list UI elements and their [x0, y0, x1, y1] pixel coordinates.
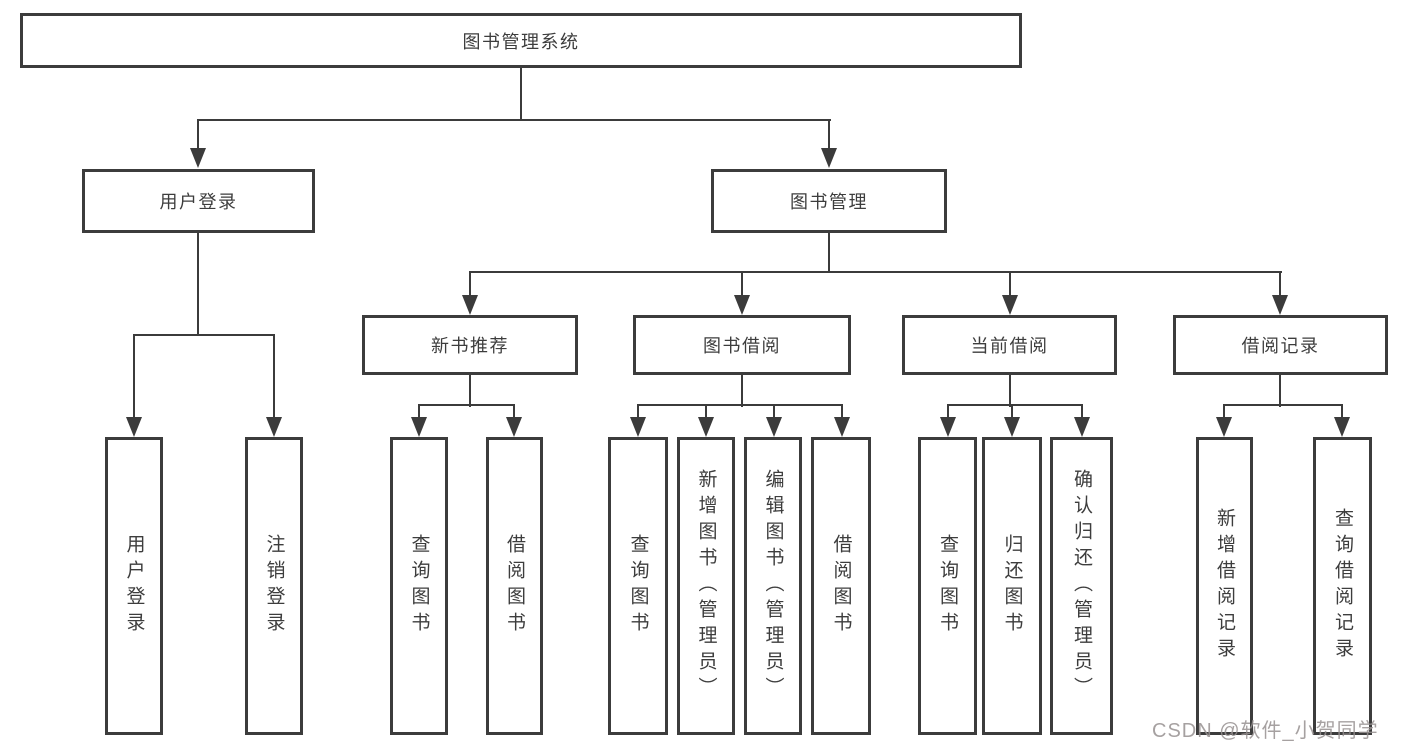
leaf-query-books-current: 查询图书: [918, 437, 977, 735]
connector-drop-book-borrow: [741, 271, 743, 297]
leaf-query-books-borrow-label: 查询图书: [627, 534, 649, 638]
node-current-borrow-label: 当前借阅: [970, 336, 1049, 356]
connector-root-hline: [197, 119, 831, 121]
leaf-return-books: 归还图书: [982, 437, 1042, 735]
arrowhead-borrow-records: [1272, 295, 1288, 315]
node-book-borrow-label: 图书借阅: [703, 336, 781, 356]
connector-drop-borrow-records: [1279, 271, 1281, 297]
arrowhead-leaf-logout: [266, 417, 282, 437]
connector-newbooks-hline: [418, 404, 515, 406]
leaf-add-book-admin: 新增图书（管理员）: [677, 437, 735, 735]
connector-drop: [841, 404, 843, 419]
leaf-edit-book-admin: 编辑图书（管理员）: [744, 437, 802, 735]
node-current-borrow: 当前借阅: [902, 315, 1117, 375]
node-library-system-label: 图书管理系统: [462, 31, 580, 52]
arrowhead-leaf: [1074, 417, 1090, 437]
arrowhead-leaf: [411, 417, 427, 437]
arrowhead-leaf-user-login: [126, 417, 142, 437]
connector-drop: [1011, 404, 1013, 419]
connector-drop: [1223, 404, 1225, 419]
arrowhead-leaf: [630, 417, 646, 437]
arrowhead-leaf: [940, 417, 956, 437]
csdn-watermark: CSDN @软件_小贺同学: [1152, 720, 1379, 742]
connector-drop: [1341, 404, 1343, 419]
leaf-add-borrow-record-label: 新增借阅记录: [1214, 508, 1235, 664]
connector-drop: [773, 404, 775, 419]
node-book-borrow: 图书借阅: [633, 315, 851, 375]
arrowhead-leaf: [766, 417, 782, 437]
leaf-confirm-return-admin-label: 确认归还（管理员）: [1071, 469, 1092, 703]
arrowhead-book-borrow: [734, 295, 750, 315]
node-borrow-records-label: 借阅记录: [1241, 336, 1320, 356]
connector-borrow-hline: [637, 404, 843, 406]
node-library-system: 图书管理系统: [20, 13, 1022, 68]
connector-newbooks-stem: [469, 375, 471, 407]
arrowhead-new-books: [462, 295, 478, 315]
leaf-edit-book-admin-label: 编辑图书（管理员）: [762, 469, 784, 703]
node-user-login: 用户登录: [82, 169, 315, 233]
connector-drop: [947, 404, 949, 419]
connector-records-stem: [1279, 375, 1281, 407]
leaf-user-login-label: 用户登录: [123, 534, 145, 638]
leaf-add-book-admin-label: 新增图书（管理员）: [695, 469, 717, 703]
connector-drop: [1081, 404, 1083, 419]
connector-current-hline: [947, 404, 1083, 406]
leaf-logout-label: 注销登录: [263, 534, 285, 638]
arrowhead-leaf: [1216, 417, 1232, 437]
connector-current-stem: [1009, 375, 1011, 407]
node-new-book-recommend-label: 新书推荐: [431, 336, 509, 356]
arrowhead-leaf: [506, 417, 522, 437]
connector-drop: [705, 404, 707, 419]
leaf-query-books-borrow: 查询图书: [608, 437, 668, 735]
leaf-logout: 注销登录: [245, 437, 303, 735]
leaf-query-books-current-label: 查询图书: [937, 534, 958, 638]
node-book-management-label: 图书管理: [790, 192, 868, 212]
connector-drop-leaf-logout: [273, 334, 275, 418]
connector-root-stem: [520, 68, 522, 121]
leaf-user-login: 用户登录: [105, 437, 163, 735]
connector-drop: [637, 404, 639, 419]
arrowhead-current-borrow: [1002, 295, 1018, 315]
arrowhead-user-login: [190, 148, 206, 168]
node-book-management: 图书管理: [711, 169, 947, 233]
arrowhead-leaf: [1334, 417, 1350, 437]
leaf-query-borrow-record-label: 查询借阅记录: [1332, 508, 1353, 664]
arrowhead-book-management: [821, 148, 837, 168]
leaf-borrow-books-label: 借阅图书: [830, 534, 852, 638]
leaf-query-books-recommend-label: 查询图书: [408, 534, 430, 638]
leaf-query-borrow-record: 查询借阅记录: [1313, 437, 1372, 735]
connector-borrow-stem: [741, 375, 743, 407]
leaf-borrow-books: 借阅图书: [811, 437, 871, 735]
connector-drop: [418, 404, 420, 419]
node-new-book-recommend: 新书推荐: [362, 315, 578, 375]
leaf-borrow-books-recommend: 借阅图书: [486, 437, 543, 735]
leaf-borrow-books-recommend-label: 借阅图书: [504, 534, 525, 638]
connector-drop-book-management: [828, 119, 830, 150]
leaf-add-borrow-record: 新增借阅记录: [1196, 437, 1253, 735]
connector-drop-leaf-user-login: [133, 334, 135, 418]
connector-login-hline: [133, 334, 275, 336]
connector-drop-user-login: [197, 119, 199, 150]
connector-drop-current-borrow: [1009, 271, 1011, 297]
arrowhead-leaf: [834, 417, 850, 437]
connector-login-stem: [197, 232, 199, 336]
leaf-query-books-recommend: 查询图书: [390, 437, 448, 735]
connector-mgmt-hline: [469, 271, 1282, 273]
connector-records-hline: [1223, 404, 1343, 406]
node-borrow-records: 借阅记录: [1173, 315, 1388, 375]
leaf-return-books-label: 归还图书: [1001, 534, 1023, 638]
leaf-confirm-return-admin: 确认归还（管理员）: [1050, 437, 1113, 735]
connector-drop: [513, 404, 515, 419]
arrowhead-leaf: [1004, 417, 1020, 437]
arrowhead-leaf: [698, 417, 714, 437]
connector-mgmt-stem: [828, 233, 830, 273]
connector-drop-new-books: [469, 271, 471, 297]
node-user-login-label: 用户登录: [159, 192, 238, 212]
